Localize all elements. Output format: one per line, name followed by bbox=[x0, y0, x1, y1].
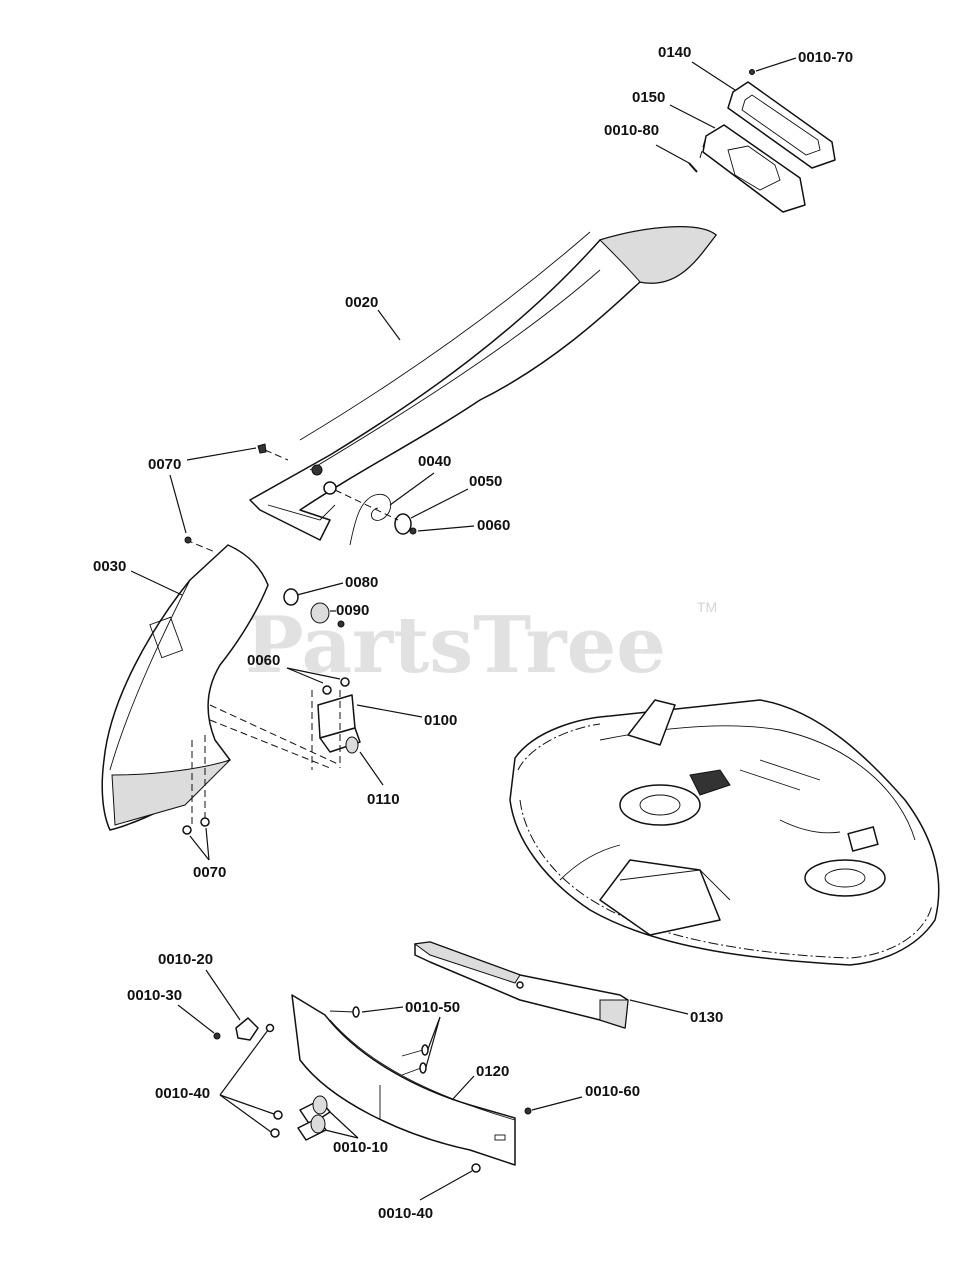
deflector-0030 bbox=[101, 536, 341, 835]
callout-0070-bot: 0070 bbox=[193, 864, 226, 881]
pivot-0080-0090 bbox=[283, 588, 345, 628]
callout-0130: 0130 bbox=[690, 1009, 723, 1026]
watermark-trademark: TM bbox=[697, 599, 717, 615]
callout-0090: 0090 bbox=[336, 602, 369, 619]
callout-0050: 0050 bbox=[469, 473, 502, 490]
leader-lines bbox=[130, 57, 797, 1201]
callout-0140: 0140 bbox=[658, 44, 691, 61]
baffle-0120 bbox=[291, 994, 516, 1166]
callout-0010-10: 0010-10 bbox=[333, 1139, 388, 1156]
blade-0130 bbox=[413, 941, 629, 1029]
callout-0080: 0080 bbox=[345, 574, 378, 591]
callout-0120: 0120 bbox=[476, 1063, 509, 1080]
callout-labels: 0140 0010-70 0150 0010-80 0020 0070 0040… bbox=[93, 44, 853, 1222]
callout-0030: 0030 bbox=[93, 558, 126, 575]
bracket-0100-0110 bbox=[311, 677, 361, 770]
callout-0010-40-a: 0010-40 bbox=[155, 1085, 210, 1102]
callout-0020: 0020 bbox=[345, 294, 378, 311]
callout-0070-top: 0070 bbox=[148, 456, 181, 473]
callout-0100: 0100 bbox=[424, 712, 457, 729]
callout-0010-60: 0010-60 bbox=[585, 1083, 640, 1100]
callout-0010-40-b: 0010-40 bbox=[378, 1205, 433, 1222]
callout-0110: 0110 bbox=[367, 791, 400, 808]
gasket-0150 bbox=[688, 124, 806, 213]
gasket-0140 bbox=[727, 69, 836, 169]
callout-0010-30: 0010-30 bbox=[127, 987, 182, 1004]
mower-deck bbox=[509, 699, 940, 966]
callout-0010-20: 0010-20 bbox=[158, 951, 213, 968]
callout-0060-mid: 0060 bbox=[247, 652, 280, 669]
hardware-0040-0050-0060 bbox=[334, 489, 417, 535]
callout-0010-80: 0010-80 bbox=[604, 122, 659, 139]
callout-0060-top: 0060 bbox=[477, 517, 510, 534]
chute-tube-0020 bbox=[249, 226, 717, 546]
callout-0040: 0040 bbox=[418, 453, 451, 470]
callout-0150: 0150 bbox=[632, 89, 665, 106]
callout-0010-50: 0010-50 bbox=[405, 999, 460, 1016]
screw-0010-70 bbox=[749, 69, 755, 75]
bolt-0070-top bbox=[257, 443, 289, 461]
callout-0010-70: 0010-70 bbox=[798, 49, 853, 66]
